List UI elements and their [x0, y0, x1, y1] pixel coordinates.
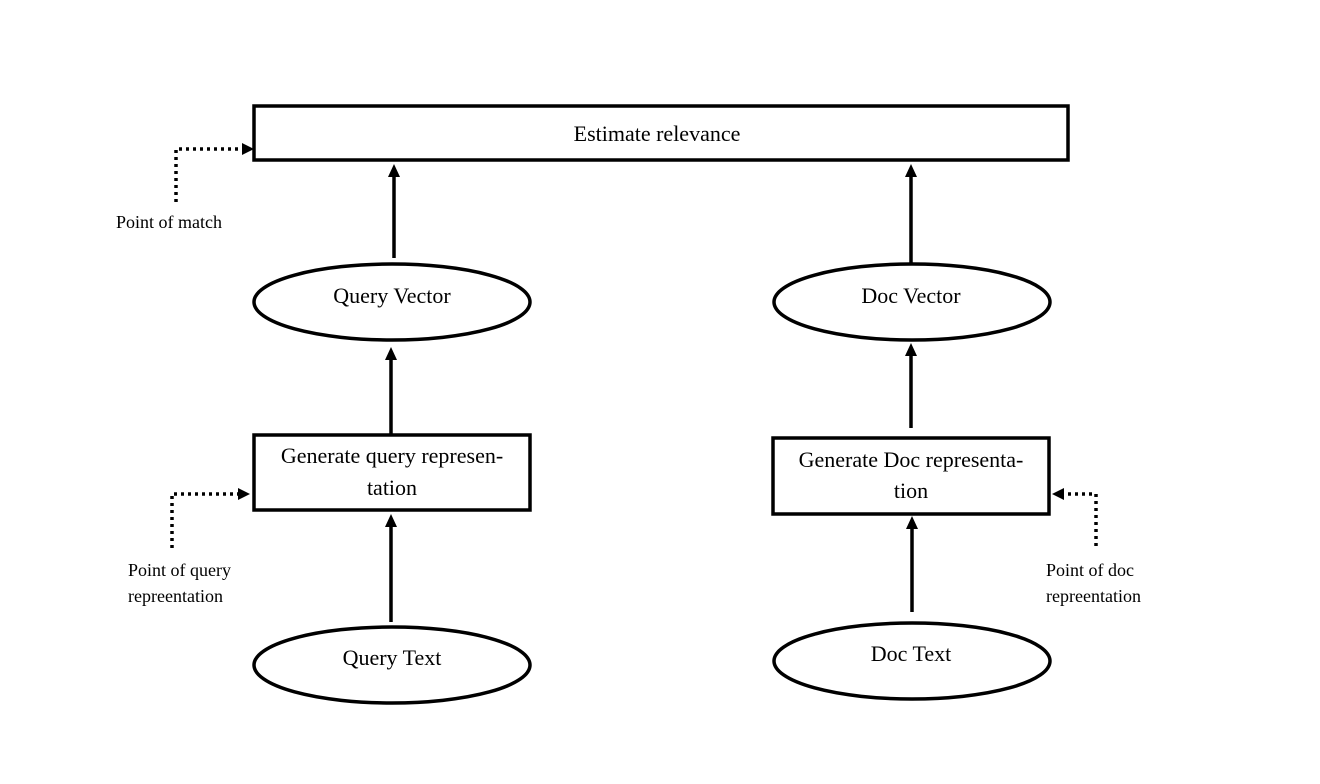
generate-doc-to-doc-vector-arrow — [905, 343, 917, 428]
doc-vector-label: Doc Vector — [861, 283, 961, 308]
estimate-relevance-node: Estimate relevance — [252, 104, 1070, 162]
point-of-query-arrowhead — [238, 488, 250, 500]
query-text-label: Query Text — [343, 645, 442, 670]
point-of-doc-representation-pointer — [1052, 488, 1098, 546]
point-of-match-pointer — [174, 143, 254, 202]
doc-text-node: Doc Text — [772, 621, 1052, 701]
point-of-query-label-line1: Point of query — [128, 560, 231, 580]
query-vector-to-relevance-arrow — [388, 164, 400, 258]
doc-vector-node: Doc Vector — [772, 262, 1052, 342]
generate-query-representation-node: Generate query represen- tation — [252, 433, 532, 512]
query-text-to-generate-query-arrow — [385, 514, 397, 622]
generate-doc-label-line1: Generate Doc representa- — [799, 447, 1024, 472]
generate-query-label-line2: tation — [367, 475, 417, 500]
query-vector-label: Query Vector — [333, 283, 451, 308]
query-vector-node: Query Vector — [252, 262, 532, 342]
point-of-doc-arrowhead — [1052, 488, 1064, 500]
doc-vector-to-relevance-arrow — [905, 164, 917, 264]
estimate-relevance-label: Estimate relevance — [574, 121, 741, 146]
generate-query-label-line1: Generate query represen- — [281, 443, 503, 468]
doc-text-label: Doc Text — [871, 641, 952, 666]
query-text-node: Query Text — [252, 625, 532, 705]
point-of-query-label-line2: repreentation — [128, 586, 223, 606]
point-of-doc-label-line2: repreentation — [1046, 586, 1141, 606]
point-of-query-representation-pointer — [170, 488, 250, 548]
generate-doc-representation-node: Generate Doc representa- tion — [771, 436, 1051, 516]
generate-query-to-query-vector-arrow — [385, 347, 397, 434]
point-of-match-label: Point of match — [116, 212, 222, 232]
point-of-doc-label-line1: Point of doc — [1046, 560, 1134, 580]
generate-doc-label-line2: tion — [894, 478, 928, 503]
point-of-match-arrowhead — [242, 143, 254, 155]
doc-text-to-generate-doc-arrow — [906, 516, 918, 612]
